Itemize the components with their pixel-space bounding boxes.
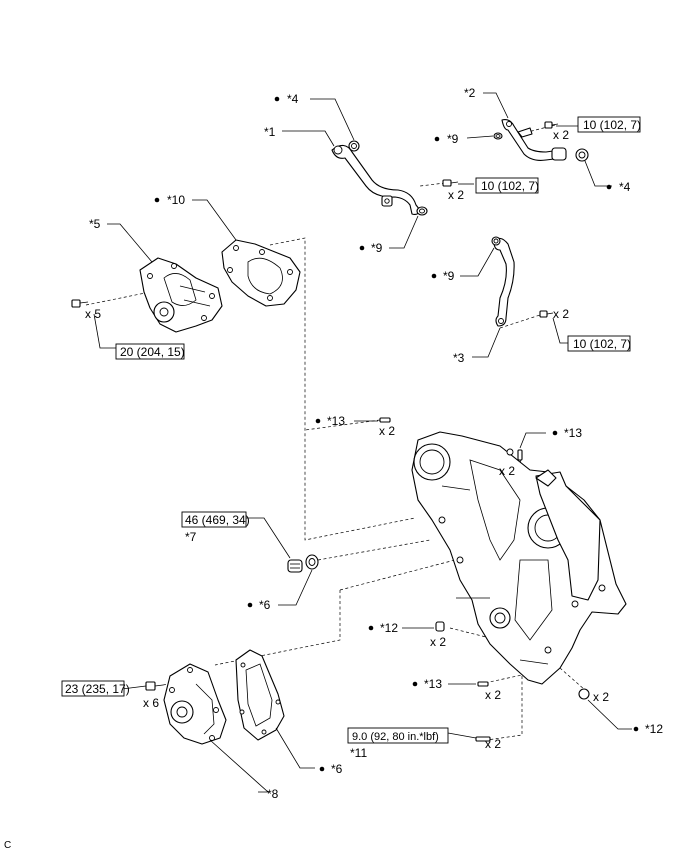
label-p13a: *13 <box>327 414 345 428</box>
water-pipe-3 <box>493 237 515 327</box>
qty-plugs-12: x 2 <box>430 635 446 649</box>
bolt-pipe1 <box>442 179 459 187</box>
pin-13a <box>379 417 391 423</box>
label-p8: *8 <box>267 787 279 801</box>
label-p10: *10 <box>167 193 185 207</box>
label-p9c: *9 <box>443 269 455 283</box>
gasket-9c <box>491 236 501 246</box>
torque-box-pump-lower: 23 (235, 17) <box>61 680 130 697</box>
water-pump-5 <box>139 257 223 333</box>
label-p12b: *12 <box>645 722 663 736</box>
torque-box-pipe1: 10 (102, 7) <box>475 177 539 194</box>
qty-pipe3-bolts: x 2 <box>553 307 569 321</box>
water-bypass-pipe-1 <box>331 144 421 216</box>
assembly-guide-lines <box>85 124 586 741</box>
new-part-bullets <box>154 96 639 772</box>
label-p2: *2 <box>464 86 476 100</box>
bolt-pump-lower <box>145 681 164 691</box>
torque-box-stud: 9.0 (92, 80 in.*lbf) <box>347 727 449 744</box>
torque-pump-lower: 23 (235, 17) <box>65 682 130 696</box>
pin-13c <box>477 681 489 687</box>
label-p9a: *9 <box>447 132 459 146</box>
qty-pins-top-right: x 2 <box>499 464 515 478</box>
label-p13c: *13 <box>424 677 442 691</box>
label-p1: *1 <box>264 125 276 139</box>
label-p13b: *13 <box>564 426 582 440</box>
label-p3: *3 <box>453 351 465 365</box>
gasket-6a <box>305 554 319 570</box>
gasket-4a <box>348 140 360 152</box>
label-p7: *7 <box>185 530 197 544</box>
illustration-code: C <box>4 840 11 851</box>
label-p12a: *12 <box>380 621 398 635</box>
gasket-4b <box>575 148 589 162</box>
label-p6b: *6 <box>331 762 343 776</box>
timing-chain-cover <box>411 431 627 685</box>
torque-box-pipe2: 10 (102, 7) <box>577 116 641 133</box>
label-p9b: *9 <box>371 241 383 255</box>
qty-pump-bolts: x 5 <box>85 307 101 321</box>
water-pump-gasket-10 <box>221 239 301 307</box>
plug-7 <box>287 559 303 573</box>
qty-pins-lower: x 2 <box>485 688 501 702</box>
bolt-pipe3 <box>539 310 554 318</box>
pin-13b <box>517 449 523 461</box>
qty-pipe2-bolts: x 2 <box>553 128 569 142</box>
water-pump-8 <box>163 663 227 745</box>
qty-bypass-bolts: x 2 <box>448 188 464 202</box>
label-p4b: *4 <box>619 180 631 194</box>
torque-pipe1: 10 (102, 7) <box>481 179 539 193</box>
torque-pipe3: 10 (102, 7) <box>573 337 631 351</box>
plug-12b <box>578 688 590 700</box>
label-p4a: *4 <box>287 92 299 106</box>
gasket-9b <box>416 206 428 216</box>
bolt-pipe2 <box>544 121 559 129</box>
bolt-pump-upper <box>71 299 89 308</box>
torque-pipe2: 10 (102, 7) <box>583 118 641 132</box>
stud-11 <box>475 736 491 742</box>
leader-lines <box>93 92 632 793</box>
qty-studs: x 2 <box>485 737 501 751</box>
qty-pump-lower-bolts: x 6 <box>143 696 159 710</box>
torque-box-plug: 46 (469, 34) <box>181 511 250 528</box>
water-pipe-2 <box>501 119 567 161</box>
label-p5: *5 <box>89 217 101 231</box>
torque-box-pipe3: 10 (102, 7) <box>567 335 631 352</box>
torque-pump-top: 20 (204, 15) <box>120 345 185 359</box>
quantity-labels: x 5 x 2 x 2 x 2 x 2 x 2 x 2 x 2 x 2 x 2 … <box>85 128 609 751</box>
qty-plugs-12-right: x 2 <box>593 690 609 704</box>
torque-stud: 9.0 (92, 80 in.*lbf) <box>352 731 439 743</box>
plug-12a <box>435 621 445 632</box>
torque-plug: 46 (469, 34) <box>185 513 250 527</box>
water-pump-gasket-6b <box>235 649 285 741</box>
qty-pins-top-left: x 2 <box>379 424 395 438</box>
torque-box-pump-top: 20 (204, 15) <box>115 343 185 360</box>
part-labels: *4 *1 *2 *9 *4 *9 *10 *5 *9 *3 *7 *6 *13… <box>89 86 663 801</box>
label-p6a: *6 <box>259 598 271 612</box>
label-p11: *11 <box>350 746 367 760</box>
gasket-9a <box>493 132 503 140</box>
